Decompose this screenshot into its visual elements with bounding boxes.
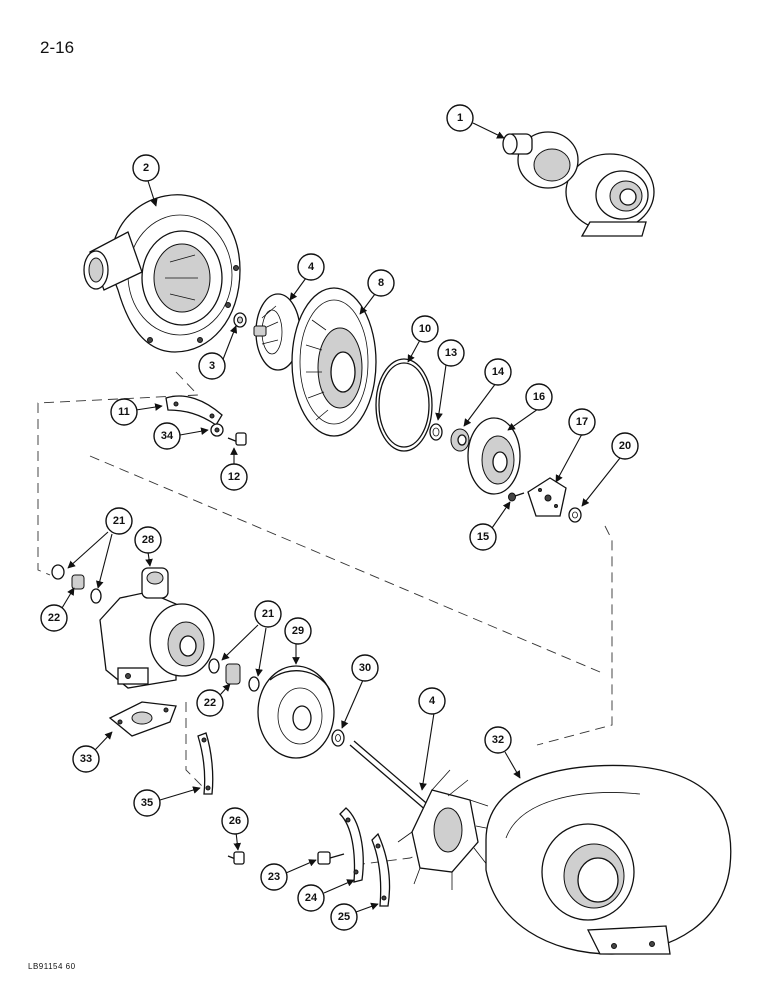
callout-3: 3 — [198, 352, 226, 380]
callout-33: 33 — [72, 745, 100, 773]
svg-text:16: 16 — [533, 391, 545, 403]
svg-text:33: 33 — [80, 753, 92, 765]
callout-20: 20 — [611, 432, 639, 460]
svg-text:24: 24 — [305, 892, 318, 904]
svg-text:2: 2 — [143, 162, 149, 174]
clamp-25 — [371, 832, 391, 907]
callout-30: 30 — [351, 654, 379, 682]
callout-14: 14 — [484, 358, 512, 386]
svg-text:35: 35 — [141, 797, 153, 809]
svg-text:13: 13 — [445, 347, 457, 359]
svg-text:32: 32 — [492, 734, 504, 746]
svg-text:29: 29 — [292, 625, 304, 637]
svg-text:17: 17 — [576, 416, 588, 428]
turbine-wheel-shaft — [349, 740, 497, 890]
svg-text:22: 22 — [48, 612, 60, 624]
callout-22-upper: 22 — [40, 604, 68, 632]
compressor-housing — [83, 194, 241, 353]
clamp-24 — [339, 807, 364, 883]
callout-10: 10 — [411, 315, 439, 343]
callout-23: 23 — [260, 863, 288, 891]
callout-29: 29 — [284, 617, 312, 645]
svg-text:3: 3 — [209, 360, 215, 372]
callout-35: 35 — [133, 789, 161, 817]
svg-text:23: 23 — [268, 871, 280, 883]
callout-28: 28 — [134, 526, 162, 554]
svg-text:14: 14 — [492, 366, 505, 378]
svg-text:21: 21 — [113, 515, 125, 527]
svg-text:4: 4 — [429, 695, 436, 707]
thrust-plate — [527, 477, 567, 517]
bolt-23 — [317, 851, 345, 865]
callout-8: 8 — [367, 269, 395, 297]
svg-text:8: 8 — [378, 277, 384, 289]
svg-text:34: 34 — [161, 430, 174, 442]
washer-34 — [210, 423, 224, 437]
washer-20 — [568, 507, 582, 523]
ring-seal — [375, 358, 433, 452]
bolt-12 — [227, 432, 247, 446]
svg-text:4: 4 — [308, 261, 315, 273]
callout-13: 13 — [437, 339, 465, 367]
svg-text:20: 20 — [619, 440, 631, 452]
retainer-13 — [429, 423, 443, 441]
callout-25: 25 — [330, 903, 358, 931]
leader-lines — [61, 122, 621, 913]
callout-16: 16 — [525, 383, 553, 411]
svg-text:30: 30 — [359, 662, 371, 674]
turbine-housing — [485, 764, 732, 955]
callout-4-upper: 4 — [297, 253, 325, 281]
callout-11: 11 — [110, 398, 138, 426]
callout-1: 1 — [446, 104, 474, 132]
callout-12: 12 — [220, 463, 248, 491]
callout-15: 15 — [469, 523, 497, 551]
bolt-26 — [227, 851, 245, 865]
callout-17: 17 — [568, 408, 596, 436]
callout-26: 26 — [221, 807, 249, 835]
upper-bearing-set — [51, 564, 102, 604]
callout-22-lower: 22 — [196, 689, 224, 717]
svg-text:12: 12 — [228, 471, 240, 483]
ring-30 — [331, 729, 345, 747]
svg-text:11: 11 — [118, 406, 130, 418]
callout-32: 32 — [484, 726, 512, 754]
svg-text:15: 15 — [477, 531, 489, 543]
center-housing — [99, 567, 215, 689]
thrust-collar — [450, 428, 470, 452]
svg-text:28: 28 — [142, 534, 154, 546]
svg-text:1: 1 — [457, 112, 463, 124]
lower-bearing-set — [208, 658, 260, 692]
thrust-insert — [467, 417, 521, 495]
compressor-wheel — [253, 293, 301, 371]
callout-21-lower: 21 — [254, 600, 282, 628]
svg-text:22: 22 — [204, 697, 216, 709]
figure-code: LB91154 60 — [28, 962, 76, 971]
callout-2: 2 — [132, 154, 160, 182]
callout-21-upper: 21 — [105, 507, 133, 535]
clamp-35 — [197, 732, 214, 795]
heat-shroud — [257, 665, 335, 759]
svg-text:25: 25 — [338, 911, 350, 923]
bolt-15 — [508, 492, 525, 502]
svg-text:10: 10 — [419, 323, 431, 335]
callout-34: 34 — [153, 422, 181, 450]
callout-24: 24 — [297, 884, 325, 912]
clamp-plate-11 — [165, 395, 223, 426]
gasket-33 — [108, 701, 177, 737]
svg-text:26: 26 — [229, 815, 241, 827]
back-plate — [291, 287, 377, 437]
callout-4-lower: 4 — [418, 687, 446, 715]
turbocharger-assembly — [502, 131, 655, 237]
nut-3 — [233, 312, 247, 328]
svg-text:21: 21 — [262, 608, 274, 620]
page-number: 2-16 — [40, 38, 75, 57]
